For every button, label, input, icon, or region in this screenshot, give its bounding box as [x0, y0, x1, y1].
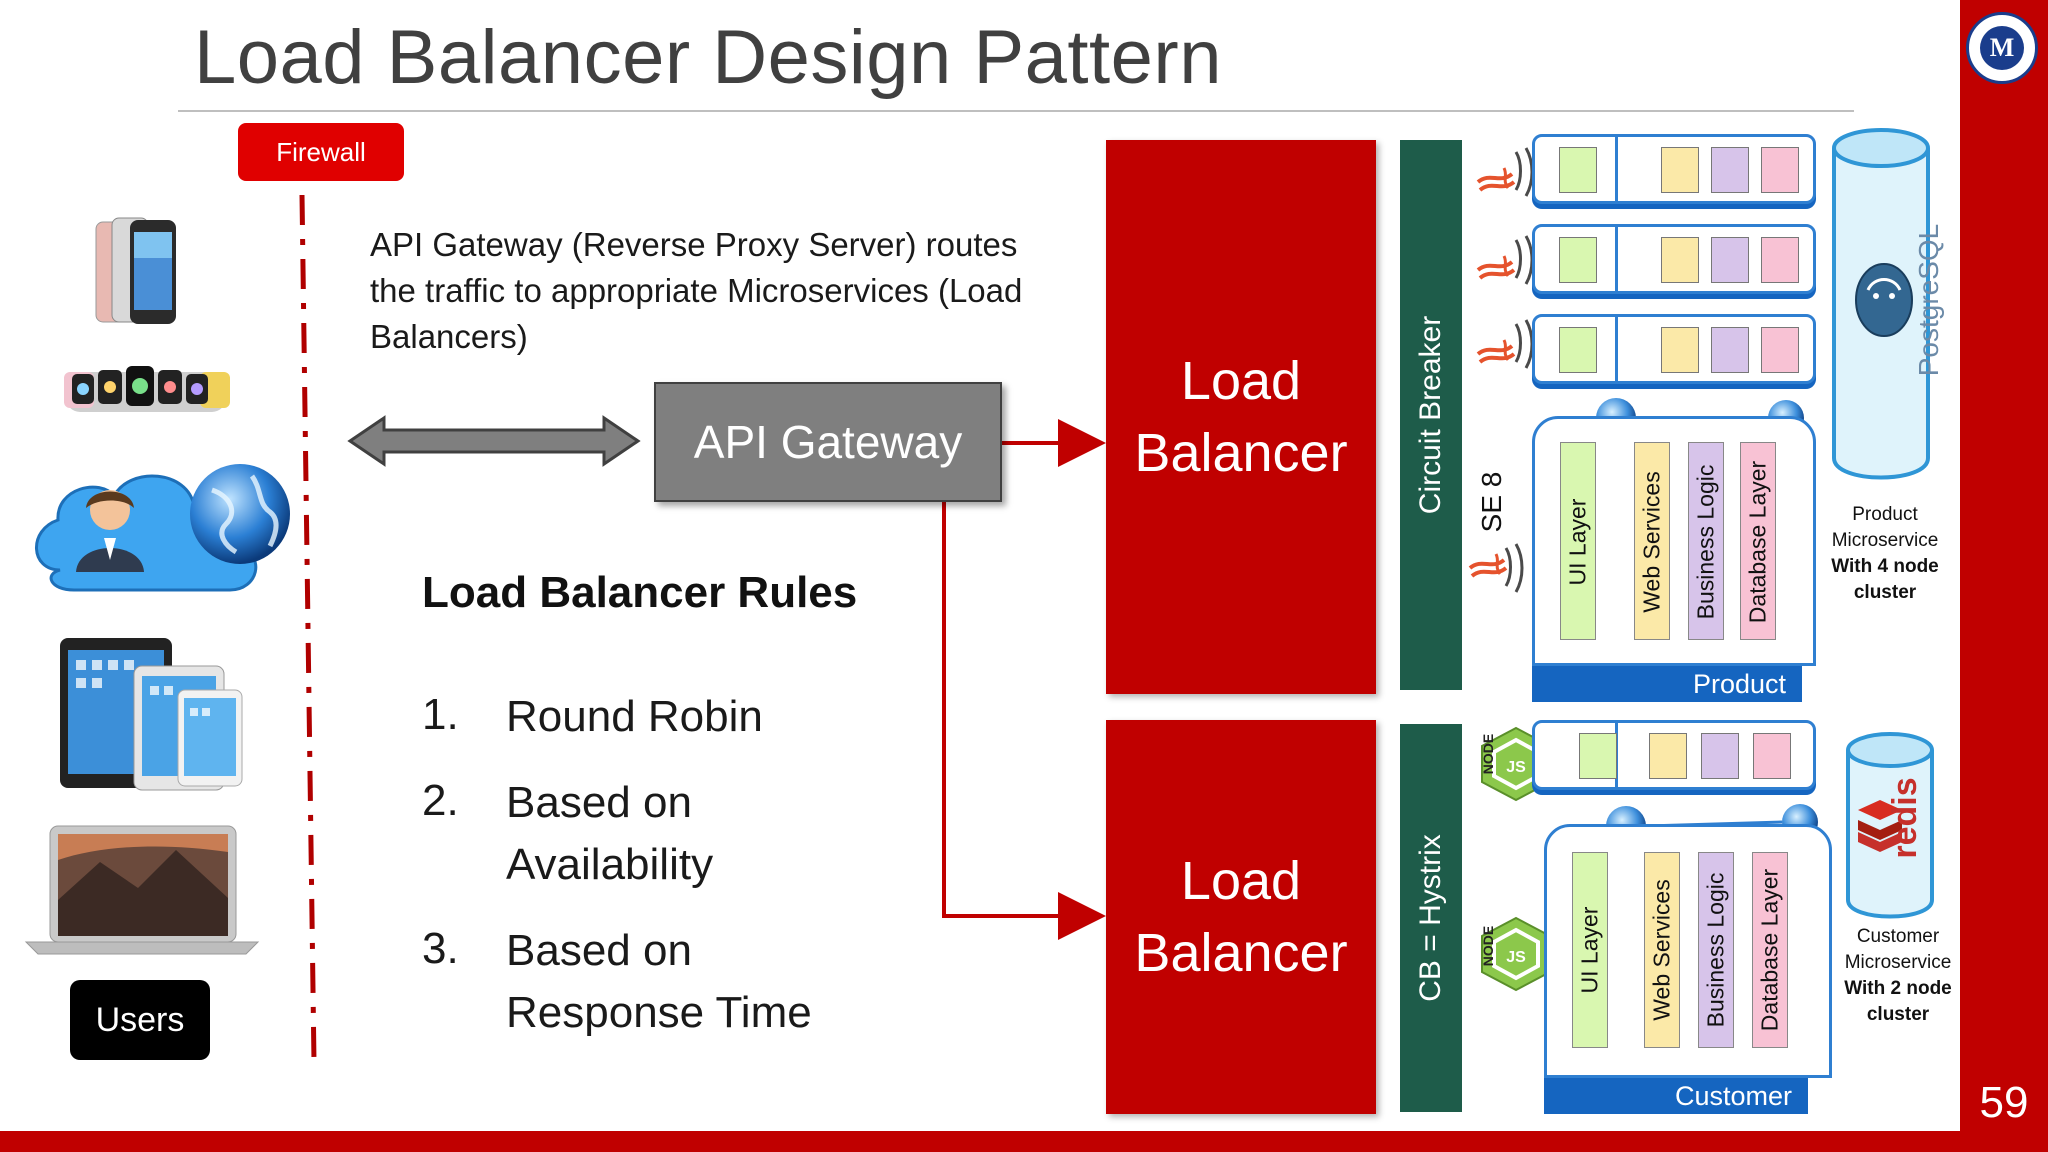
logo-icon: M: [1966, 12, 2038, 84]
cloud-user-globe-icon: [35, 464, 290, 592]
rule-text: Based on: [506, 926, 692, 975]
rule-item: 3.: [422, 924, 459, 974]
hystrix-bar: CB = Hystrix: [1400, 724, 1462, 1112]
logo-letter: M: [1980, 26, 2024, 70]
ipad-icon: [60, 638, 243, 791]
load-balancer-label: Balancer: [1134, 423, 1348, 483]
api-gateway-label: API Gateway: [693, 416, 963, 468]
gateway-description: API Gateway (Reverse Proxy Server) route…: [370, 226, 1023, 355]
rule-text: Response Time: [506, 988, 812, 1037]
svg-text:JS: JS: [1506, 759, 1526, 776]
rules-title: Load Balancer Rules: [422, 568, 858, 617]
rule-number: 1.: [422, 690, 459, 739]
redis-label: redis: [1886, 777, 1924, 858]
layer-label: Business Logic: [1702, 872, 1729, 1028]
rule-item: 1.: [422, 690, 459, 740]
customer-logic-layer: [1698, 852, 1734, 1048]
customer-caption: Customer Microservice With 2 node cluste…: [1844, 926, 1952, 1025]
circuit-breaker-bar: Circuit Breaker: [1400, 140, 1462, 690]
rule-number: 3.: [422, 924, 459, 973]
page-number: 59: [1979, 1078, 2029, 1127]
iphone-icon: [95, 217, 176, 324]
load-balancer-label: Load: [1180, 351, 1302, 411]
circuit-breaker-label: Circuit Breaker: [1414, 315, 1447, 515]
firewall-line: [299, 194, 317, 1063]
smartwatch-icon: [64, 366, 230, 412]
svg-text:JS: JS: [1506, 949, 1526, 966]
rule-number: 2.: [422, 776, 459, 825]
layer-label: Web Services: [1648, 879, 1675, 1021]
page-title: Load Balancer Design Pattern: [194, 15, 1222, 100]
product-node-stack: [1532, 134, 1816, 204]
bottom-accent-bar: [0, 1131, 1960, 1152]
firewall-label: Firewall: [238, 123, 404, 181]
gateway-to-lb2-arrow: [942, 502, 1106, 940]
api-gateway-box: API Gateway: [654, 382, 1002, 502]
product-db-layer: [1740, 442, 1776, 640]
redis-icon: redis: [1846, 732, 1934, 919]
bidirectional-arrow: [347, 415, 641, 467]
rule-text: Availability: [506, 840, 714, 889]
customer-web-layer: [1644, 852, 1680, 1048]
product-caption: Product Microservice With 4 node cluster: [1831, 504, 1939, 603]
load-balancer-label: Load: [1180, 851, 1302, 911]
product-logic-layer: [1688, 442, 1724, 640]
product-web-layer: [1634, 442, 1670, 640]
layer-label: UI Layer: [1576, 906, 1603, 994]
rule-item: 2.: [422, 776, 459, 826]
product-ui-layer: [1560, 442, 1596, 640]
se8-label: SE 8: [1476, 471, 1507, 533]
product-container-label: Product: [1532, 666, 1802, 702]
postgresql-icon: PostgreSQL: [1832, 128, 1944, 480]
node-label: NODE: [1480, 733, 1496, 775]
layer-label: Database Layer: [1744, 460, 1771, 624]
right-accent-bar: [1960, 0, 2048, 1152]
load-balancer-label: Balancer: [1134, 923, 1348, 983]
product-node-stack: [1532, 314, 1816, 384]
node-label: NODE: [1480, 925, 1496, 967]
layer-label: UI Layer: [1564, 498, 1591, 586]
load-balancer-product: Load Balancer: [1106, 140, 1376, 694]
title-divider: [178, 110, 1854, 112]
signal-waves: [1504, 147, 1534, 593]
customer-node-stack: [1532, 720, 1816, 790]
users-label: Users: [70, 980, 210, 1060]
rule-text: Round Robin: [506, 692, 763, 741]
hystrix-label: CB = Hystrix: [1414, 834, 1447, 1002]
postgresql-label: PostgreSQL: [1913, 224, 1944, 377]
customer-ui-layer: [1572, 852, 1608, 1048]
layer-label: Business Logic: [1692, 464, 1719, 620]
rule-text: Based on: [506, 778, 692, 827]
customer-db-layer: [1752, 852, 1788, 1048]
layer-label: Web Services: [1638, 471, 1665, 613]
macbook-icon: [24, 825, 260, 955]
product-node-stack: [1532, 224, 1816, 294]
layer-label: Database Layer: [1756, 868, 1783, 1032]
java-icon: [1468, 167, 1516, 578]
customer-container-label: Customer: [1544, 1078, 1808, 1114]
load-balancer-customer: Load Balancer: [1106, 720, 1376, 1114]
